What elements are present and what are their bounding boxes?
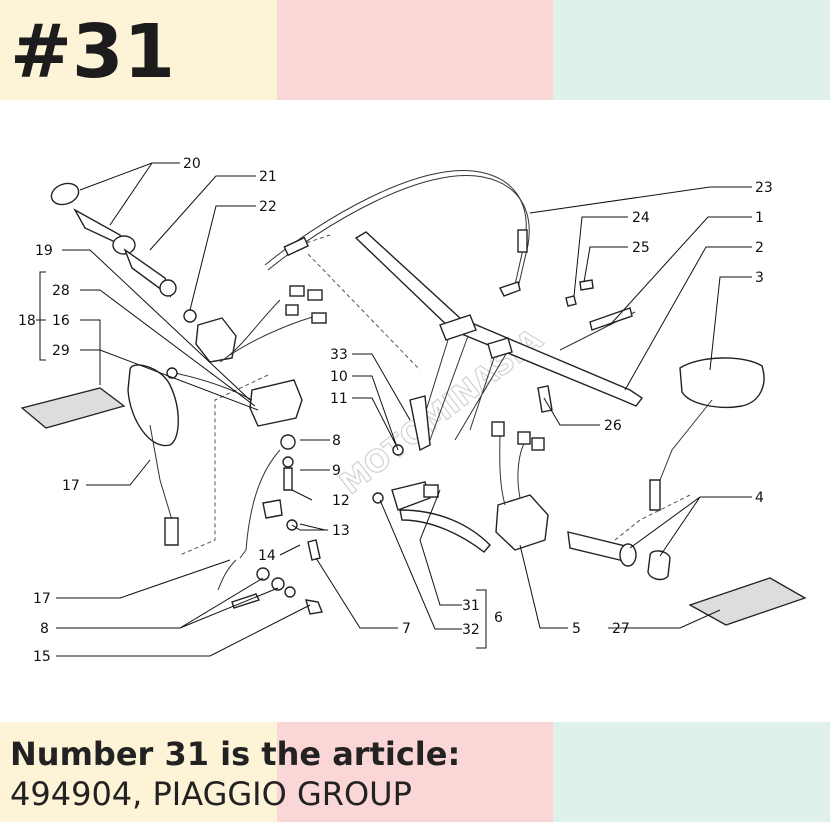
label-26: 25	[632, 240, 650, 256]
label-12: 12	[332, 493, 350, 509]
footer-band-yellow	[0, 722, 277, 822]
header-band-mint	[553, 0, 830, 100]
label-33: 33	[330, 347, 348, 363]
leader-lines	[36, 162, 752, 657]
footer-band	[0, 722, 830, 822]
label-19: 18	[18, 313, 36, 329]
footer-band-mint	[553, 722, 830, 822]
right-grip	[567, 531, 671, 581]
left-switch-assembly	[195, 285, 327, 363]
handlebar	[354, 231, 644, 452]
label-32: 32	[462, 622, 480, 638]
label-5: 5	[572, 621, 581, 637]
label-18: 17	[62, 478, 80, 494]
small-fasteners	[231, 567, 323, 615]
label-29: 28	[52, 283, 70, 299]
part-number-heading: #31	[10, 9, 175, 95]
left-grip-assembly	[50, 182, 197, 323]
right-mirror	[649, 357, 765, 511]
label-1: 1	[755, 210, 764, 226]
throttle-cable	[264, 170, 530, 297]
guide-lines	[179, 234, 691, 556]
footer-band-pink	[276, 722, 554, 822]
label-14: 14	[258, 548, 276, 564]
article-caption: Number 31 is the article:	[10, 735, 461, 773]
label-24: 23	[755, 180, 773, 196]
label-25: 24	[632, 210, 650, 226]
header-band	[0, 0, 830, 100]
callout-labels: 20 21 22 23 24 25 1 2 3 4 5 27 26 19 28 …	[18, 156, 773, 665]
label-4: 4	[755, 490, 764, 506]
right-switch-assembly	[491, 421, 549, 551]
article-number: 494904, PIAGGIO GROUP	[10, 775, 412, 813]
header-band-yellow	[0, 0, 277, 100]
label-2: 2	[755, 240, 764, 256]
label-8a: 8	[332, 433, 341, 449]
label-8b: 8	[40, 621, 49, 637]
label-10: 10	[330, 369, 348, 385]
label-9: 9	[332, 463, 341, 479]
header-band-pink	[276, 0, 554, 100]
left-mirror	[127, 364, 179, 546]
front-brake-lever	[372, 444, 491, 553]
label-28: 27	[612, 621, 630, 637]
label-15: 15	[33, 649, 51, 665]
label-16: 16	[52, 313, 70, 329]
label-17: 17	[33, 591, 51, 607]
label-11: 11	[330, 391, 348, 407]
label-6: 6	[494, 610, 503, 626]
label-30: 29	[52, 343, 70, 359]
exploded-parts-diagram: MOTOMINASIA	[18, 156, 807, 665]
label-27: 26	[604, 418, 622, 434]
label-7: 7	[402, 621, 411, 637]
rear-brake-master	[166, 367, 321, 591]
label-21: 20	[183, 156, 201, 172]
label-20: 19	[35, 243, 53, 259]
label-31: 31	[462, 598, 480, 614]
label-3: 3	[755, 270, 764, 286]
label-23: 22	[259, 199, 277, 215]
label-13: 13	[332, 523, 350, 539]
instruction-cards	[20, 387, 807, 626]
label-22: 21	[259, 169, 277, 185]
